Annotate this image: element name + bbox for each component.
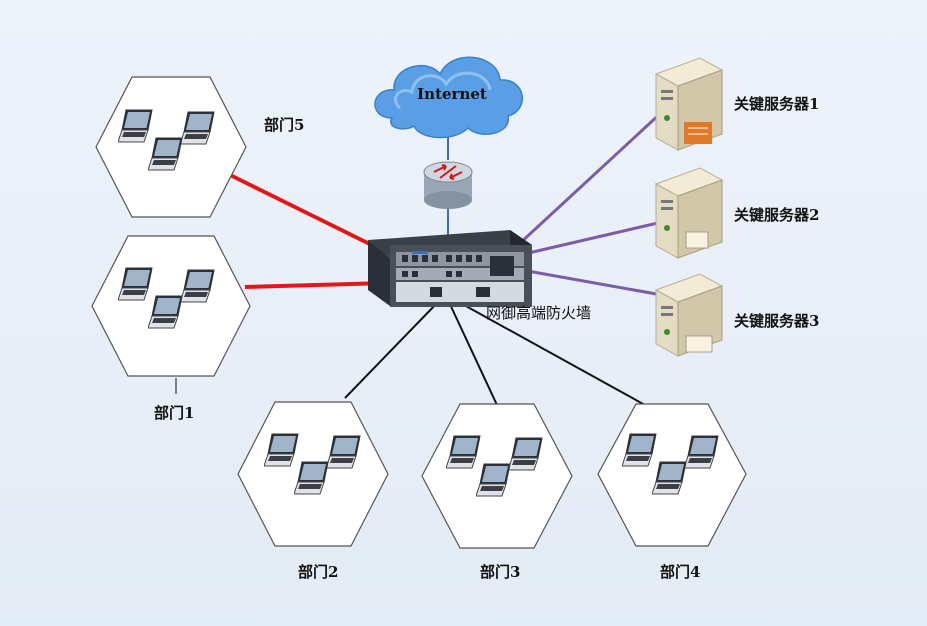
- link-firewall-server2: [519, 220, 663, 257]
- link-firewall-dept4: [454, 299, 646, 406]
- server-3-icon: [654, 273, 724, 357]
- server-2-label: 关键服务器2: [734, 206, 820, 224]
- department-4-group: [597, 403, 747, 547]
- internet-cloud-icon: [374, 56, 523, 139]
- internet-label: Internet: [417, 85, 487, 103]
- server-1-icon: [654, 57, 724, 151]
- server-3-label: 关键服务器3: [734, 312, 820, 330]
- firewall-label: 网御高端防火墙: [486, 304, 591, 322]
- link-firewall-dept3: [447, 299, 498, 406]
- link-dept5-firewall: [219, 168, 393, 257]
- department-4-label: 部门4: [660, 563, 701, 581]
- department-3-label: 部门3: [480, 563, 521, 581]
- department-3-group: [421, 403, 573, 549]
- department-5-label: 部门5: [264, 116, 305, 134]
- department-2-label: 部门2: [298, 563, 339, 581]
- link-firewall-server3: [521, 268, 663, 297]
- link-firewall-dept2: [344, 299, 441, 399]
- department-2-group: [237, 401, 389, 547]
- server-1-label: 关键服务器1: [734, 95, 820, 113]
- firewall-icon: [368, 230, 532, 307]
- department-1-label: 部门1: [154, 404, 195, 422]
- server-2-icon: [654, 167, 724, 259]
- router-icon: [423, 161, 473, 209]
- department-1-group: [91, 235, 251, 377]
- link-dept1-firewall: [244, 281, 389, 289]
- link-firewall-server1: [516, 110, 664, 247]
- department-5-group: [95, 76, 247, 218]
